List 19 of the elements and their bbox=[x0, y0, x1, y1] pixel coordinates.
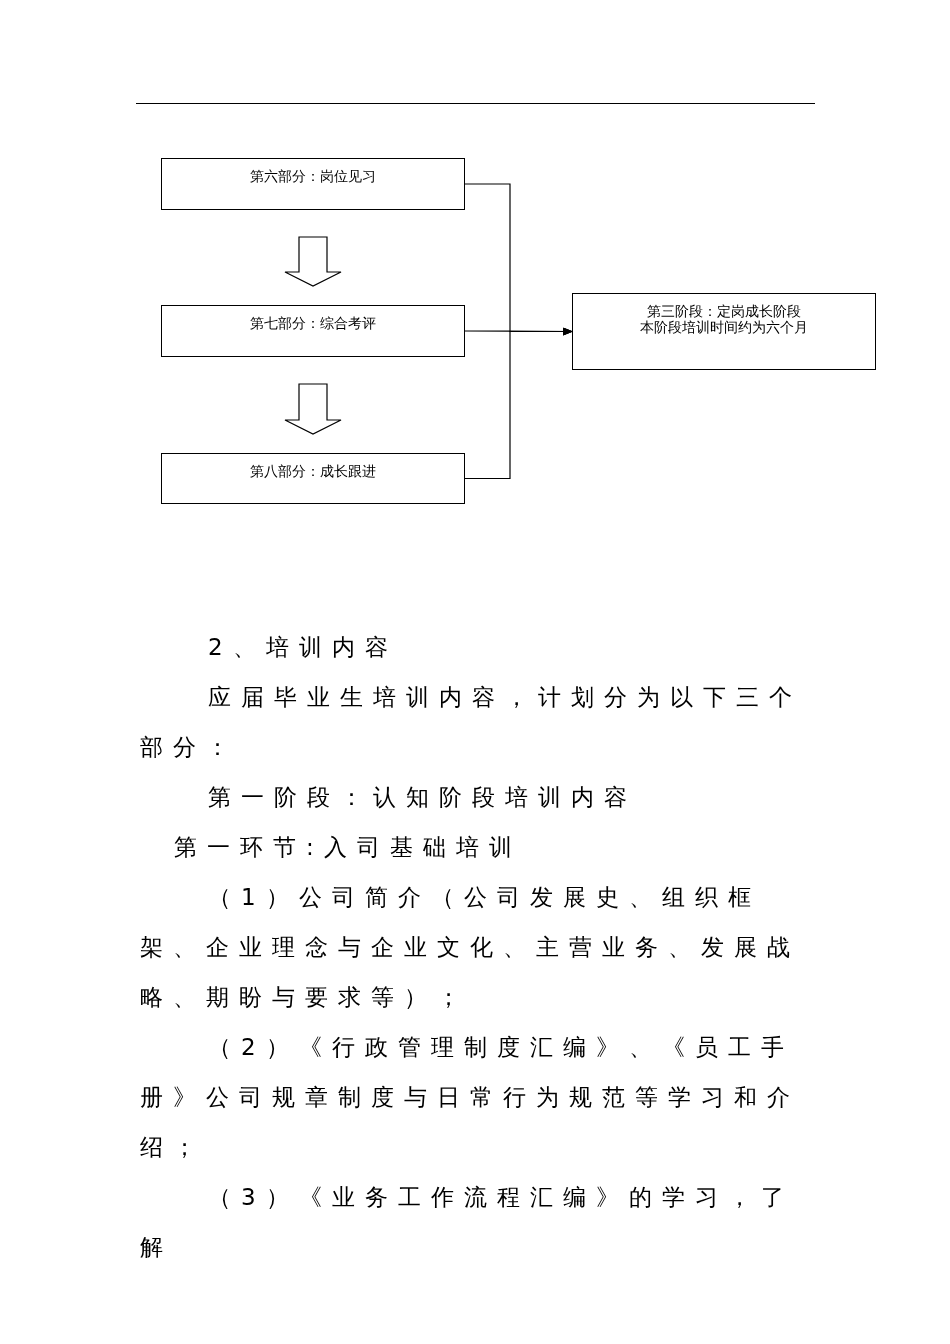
box-label: 第三阶段：定岗成长阶段 bbox=[647, 304, 801, 320]
body-paragraph: 第一阶段：认知阶段培训内容 bbox=[207, 783, 638, 812]
body-paragraph: （2）《行政管理制度汇编》、《员工手册》公司规章制度与日常行为规范等学习和介绍； bbox=[140, 1033, 801, 1162]
connector-arrow bbox=[464, 327, 573, 480]
body-paragraph: 应届毕业生培训内容，计划分为以下三个部分： bbox=[140, 683, 803, 762]
body-paragraph: 第一环节:入司基础培训 bbox=[173, 833, 523, 862]
body-paragraph: （3）《业务工作流程汇编》的学习，了解 bbox=[140, 1183, 795, 1262]
box-label: 第六部分：岗位见习 bbox=[250, 169, 376, 185]
process-box bbox=[161, 453, 465, 504]
process-box bbox=[572, 293, 876, 370]
process-box bbox=[161, 158, 465, 210]
hollow-arrow bbox=[284, 383, 342, 435]
body-paragraph: 2、培训内容 bbox=[207, 633, 399, 662]
box-label: 本阶段培训时间约为六个月 bbox=[640, 320, 808, 336]
box-label: 第八部分：成长跟进 bbox=[250, 464, 376, 480]
hollow-arrow bbox=[284, 236, 342, 287]
box-label: 第七部分：综合考评 bbox=[250, 316, 376, 332]
body-paragraph: （1）公司简介（公司发展史、组织框架、企业理念与企业文化、主营业务、发展战略、期盼与要求等）； bbox=[140, 883, 801, 1012]
process-box bbox=[161, 305, 465, 357]
